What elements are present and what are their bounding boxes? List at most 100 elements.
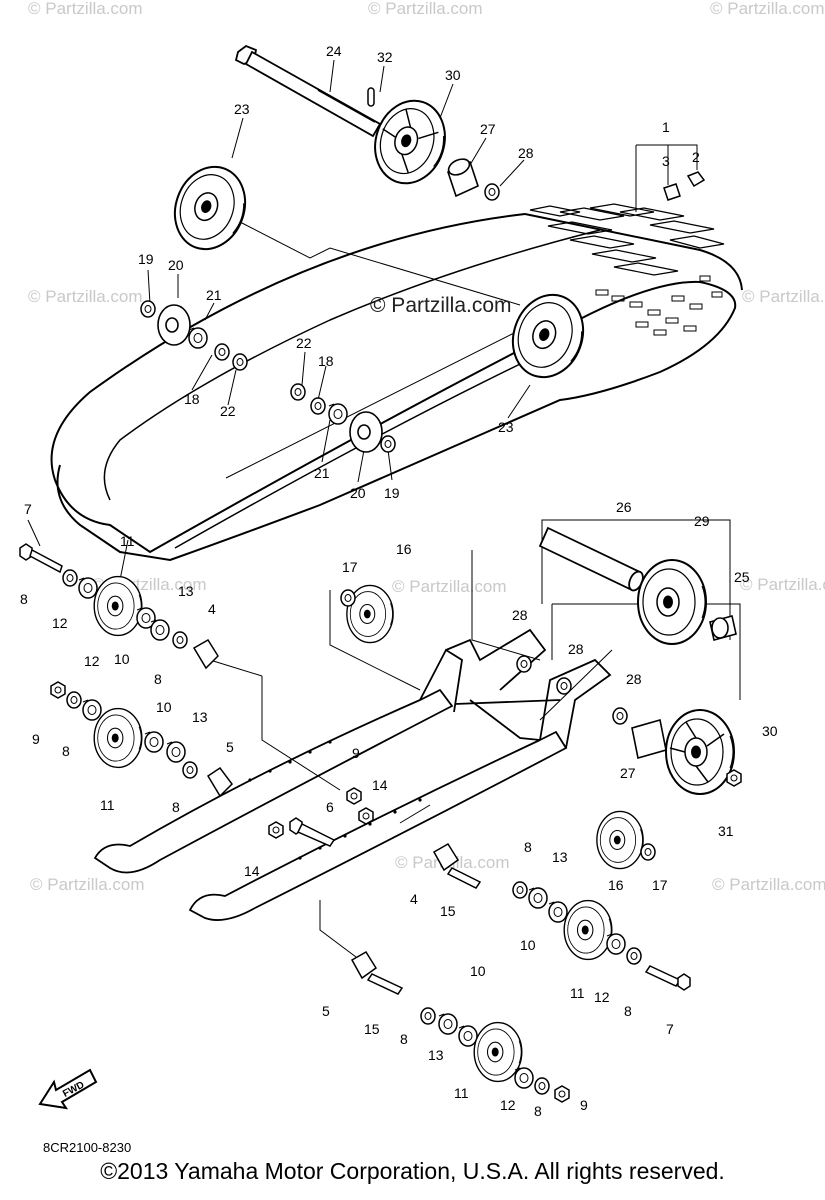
watermark: © Partzilla.com: [368, 0, 483, 18]
watermark: © Partzilla.com: [392, 577, 507, 596]
callout: 18: [318, 353, 334, 369]
callout: 12: [84, 653, 100, 669]
bracket-4-left: [192, 638, 219, 670]
callout: 11: [120, 533, 135, 549]
track-belt: [50, 203, 743, 562]
washer-8: [420, 1007, 436, 1025]
wheel-20-right: [349, 411, 383, 453]
callout: 9: [32, 731, 40, 747]
bolt-15-a: [446, 867, 482, 889]
callout: 10: [470, 963, 486, 979]
idler-wheel-30-lower: [665, 709, 735, 795]
washer-17: [340, 589, 356, 607]
callout: 20: [350, 485, 366, 501]
washer-18: [214, 343, 230, 361]
callout: 15: [364, 1021, 380, 1037]
callout: 17: [342, 559, 358, 575]
callout: 13: [552, 849, 568, 865]
callout: 30: [762, 723, 778, 739]
bolt-7-left: [19, 543, 63, 574]
callout: 28: [512, 607, 528, 623]
callout: 21: [206, 287, 222, 303]
watermark: © Partzilla.com: [742, 287, 825, 306]
callout: 9: [580, 1097, 588, 1113]
callout: 27: [480, 121, 496, 137]
washer-8: [626, 947, 642, 965]
callout: 12: [500, 1097, 516, 1113]
callout: 11: [454, 1085, 469, 1101]
washer-28: [556, 677, 572, 695]
watermark: © Partzilla.com: [712, 875, 825, 894]
callout: 20: [168, 257, 184, 273]
watermark: © Partzilla.com: [710, 0, 825, 18]
wheel-29: [637, 559, 707, 645]
bushing-12: [82, 699, 102, 721]
bushing-13: [438, 1013, 458, 1035]
callout: 26: [616, 499, 632, 515]
callout: 11: [570, 985, 585, 1001]
callout: 10: [156, 699, 172, 715]
bracket-4-right: [432, 842, 460, 872]
collar-10: [548, 901, 568, 923]
washer-19: [380, 435, 396, 453]
washer-8: [172, 631, 188, 649]
wheel-11-b: [93, 707, 143, 769]
callout: 12: [52, 615, 68, 631]
callout: 8: [524, 839, 532, 855]
nut-9: [554, 1085, 570, 1103]
washer-28: [516, 655, 532, 673]
idler-wheel-23-left: [162, 155, 258, 261]
callout: 1: [662, 119, 670, 135]
bushing-21: [328, 403, 348, 425]
fwd-arrow-icon: FWD: [38, 1068, 98, 1110]
callout: 31: [718, 823, 734, 839]
callout: 8: [534, 1103, 542, 1119]
collar-25: [709, 615, 737, 641]
callout: 7: [24, 501, 32, 517]
washer-8: [66, 691, 82, 709]
wheel-16-b: [596, 810, 644, 870]
bushing-12: [606, 933, 626, 955]
callout: 11: [100, 797, 115, 813]
diagram-code: 8CR2100-8230: [43, 1140, 131, 1155]
wheel-11-c: [563, 899, 613, 961]
wheel-20-left: [157, 304, 191, 346]
rail-holes: [248, 740, 422, 860]
slide-rails: [93, 628, 612, 921]
callout: 7: [666, 1021, 674, 1037]
washer-22: [290, 383, 306, 401]
washer-22: [232, 353, 248, 371]
callout: 8: [62, 743, 70, 759]
washer-19: [140, 300, 156, 318]
callout: 4: [208, 601, 216, 617]
washer-28: [612, 707, 628, 725]
callout-labels: 1 2 3 23 24 32 30 27 28 19 20 21 18 22 2…: [20, 43, 778, 1119]
washer-17: [640, 843, 656, 861]
bolt-15-b: [366, 973, 404, 995]
washer-8: [512, 881, 528, 899]
callout: 2: [692, 149, 700, 165]
collar-27-lower: [631, 718, 667, 760]
callout: 17: [652, 877, 668, 893]
callout: 4: [410, 891, 418, 907]
callout: 19: [384, 485, 400, 501]
callout: 14: [372, 777, 388, 793]
callout: 27: [620, 765, 636, 781]
watermark: © Partzilla.com: [30, 875, 145, 894]
collar-27-top: [447, 158, 479, 198]
bracket-5-right: [350, 950, 378, 980]
callout: 29: [694, 513, 710, 529]
axle-bolt: [234, 44, 382, 138]
callout: 15: [440, 903, 456, 919]
nut-9: [346, 787, 362, 805]
bracket-5-left: [206, 766, 233, 798]
washer-8: [534, 1077, 550, 1095]
bushing-12: [514, 1067, 534, 1089]
callout: 21: [314, 465, 330, 481]
bolt-6: [289, 817, 336, 847]
collar-10: [458, 1025, 478, 1047]
washer-18: [310, 397, 326, 415]
idler-wheel-30-top: [363, 90, 457, 194]
callout: 22: [296, 335, 312, 351]
callout: 10: [114, 651, 130, 667]
